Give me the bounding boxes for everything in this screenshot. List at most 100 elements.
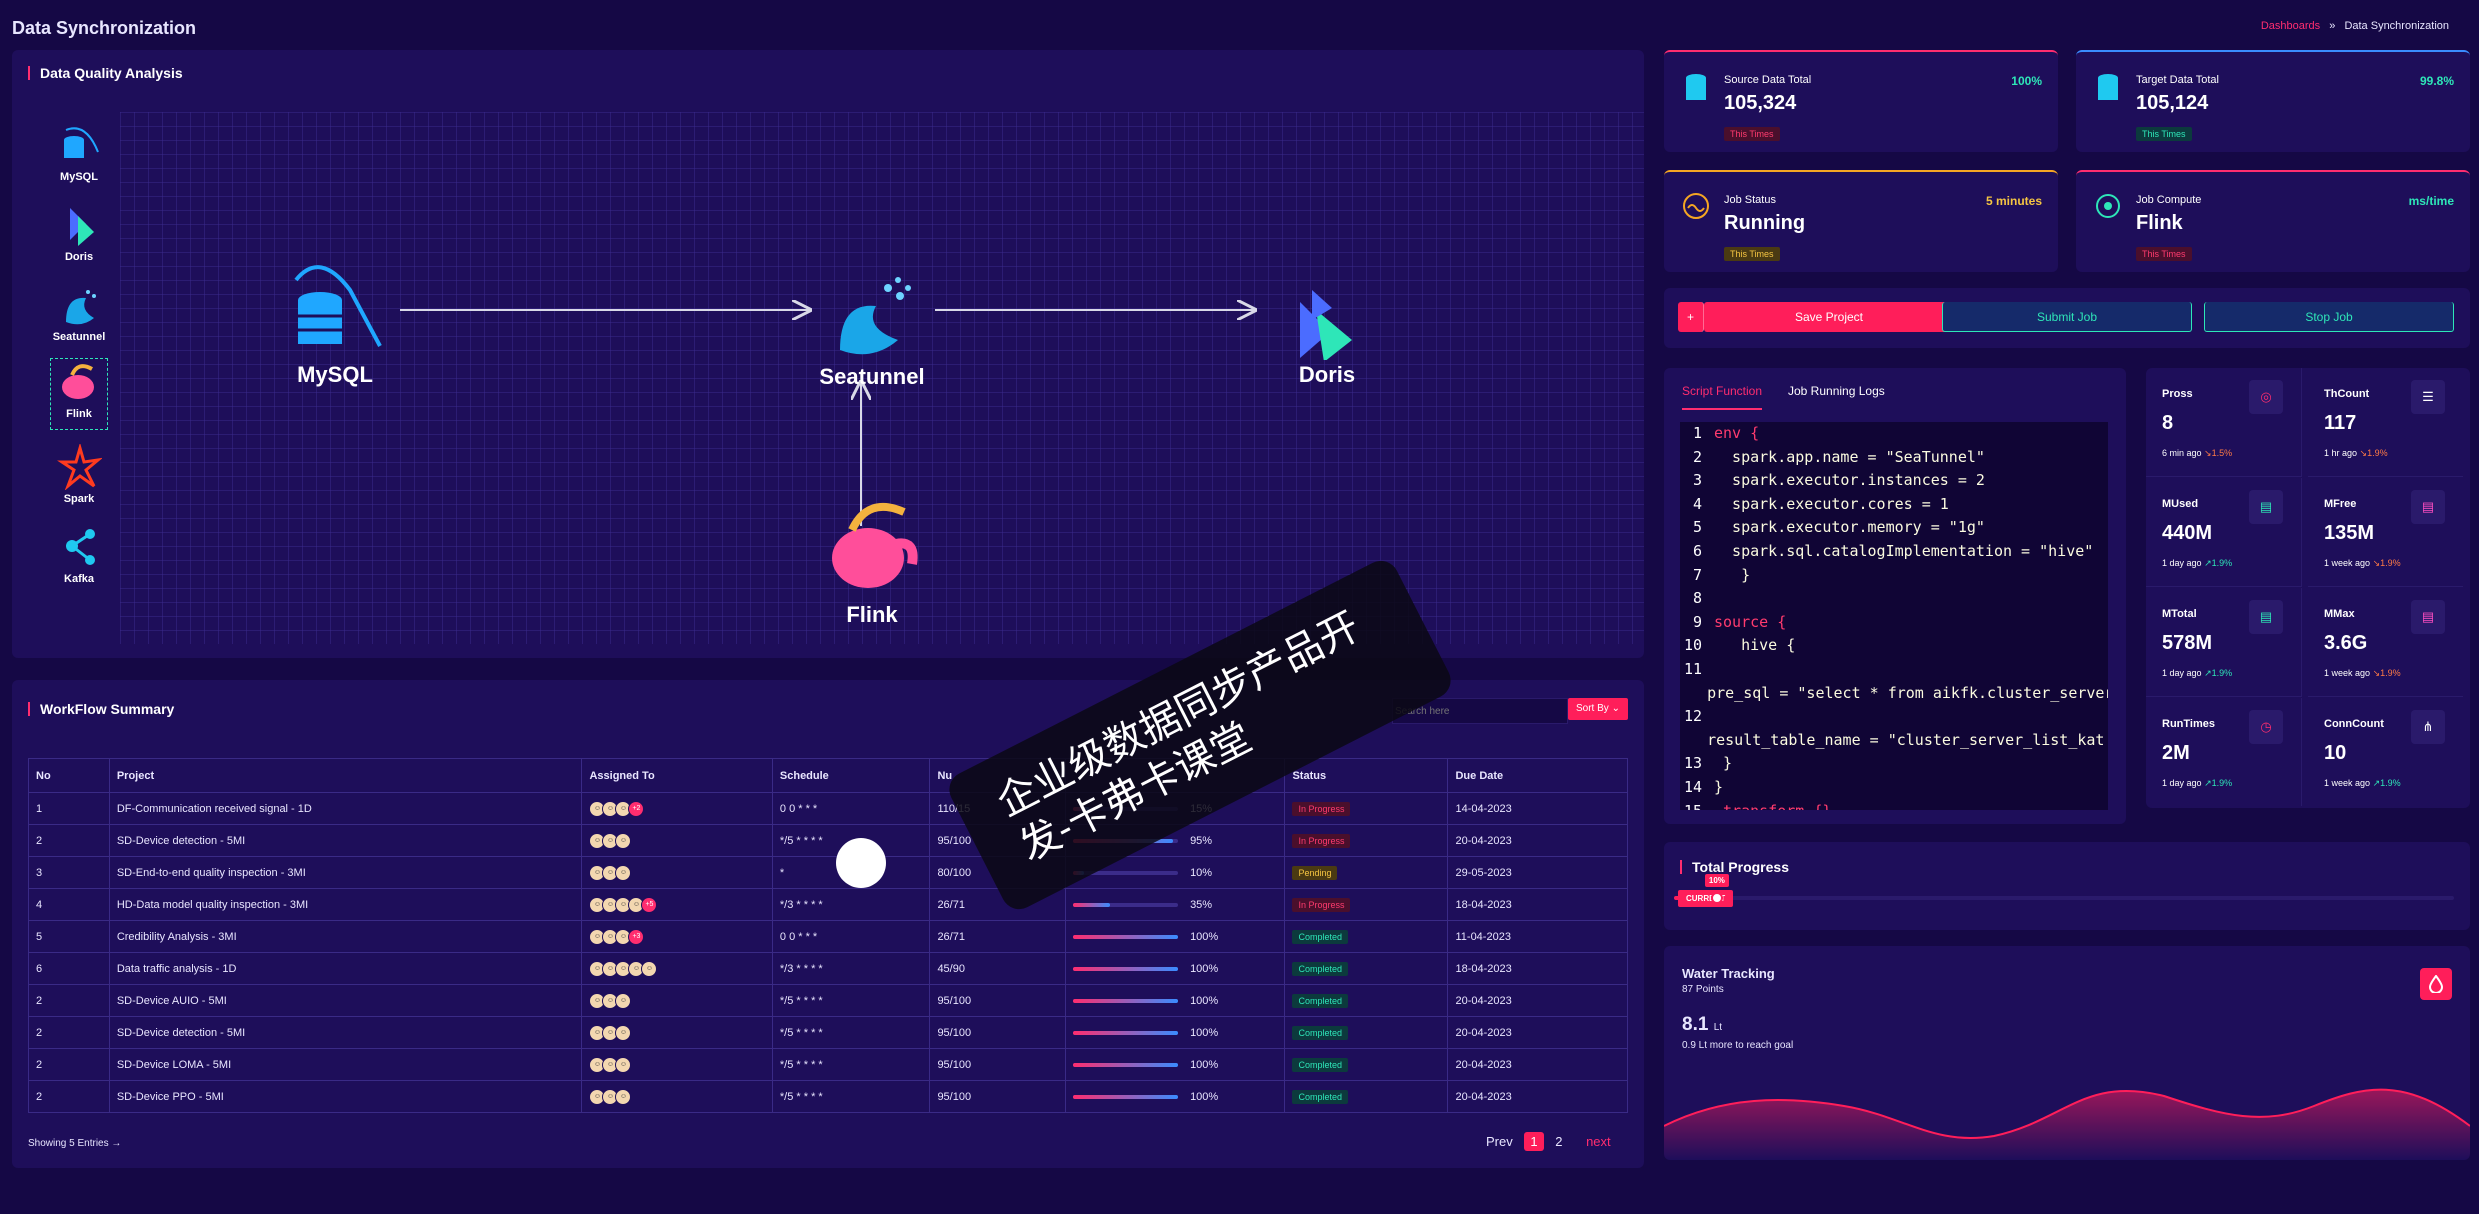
sort-by-button[interactable]: Sort By ⌄	[1568, 698, 1628, 720]
tool-mysql[interactable]: MySQL	[50, 122, 108, 183]
tab-job-running-logs[interactable]: Job Running Logs	[1788, 384, 1885, 398]
column-header[interactable]: Project	[108, 758, 583, 793]
node-seatunnel[interactable]: Seatunnel	[812, 252, 932, 402]
breadcrumb-dashboards[interactable]: Dashboards	[2260, 20, 2321, 32]
status-badge: Completed	[1292, 929, 1348, 944]
progress-bar	[1073, 902, 1179, 907]
page-2-button[interactable]: 2	[1555, 1134, 1563, 1149]
memory-icon[interactable]: ▤	[2411, 600, 2445, 634]
column-header[interactable]: Schedule	[771, 758, 931, 793]
tool-seatunnel[interactable]: Seatunnel	[50, 282, 108, 343]
water-title: Water Tracking	[1682, 966, 1775, 981]
memory-icon[interactable]: ▤	[2411, 490, 2445, 524]
status-badge: Completed	[1292, 1089, 1348, 1104]
card-job-compute: Job Compute Flink This Times ms/time	[2076, 170, 2470, 272]
stop-job-button[interactable]: Stop Job	[2204, 302, 2454, 332]
drop-icon	[2428, 974, 2444, 994]
assignee-avatars[interactable]: ☺☺☺	[589, 864, 632, 881]
progress-bar	[1073, 1062, 1179, 1067]
column-header[interactable]: Due Date	[1447, 758, 1628, 793]
code-line: 7 }	[1692, 565, 1751, 584]
water-note: 0.9 Lt more to reach goal	[1682, 1040, 1794, 1051]
page-1-button[interactable]: 1	[1524, 1132, 1544, 1151]
assignee-avatars[interactable]: ☺☺☺	[589, 1056, 632, 1073]
add-button[interactable]: +	[1678, 302, 1704, 332]
code-line: 3 spark.executor.instances = 2	[1692, 471, 1985, 490]
network-icon[interactable]: ⋔	[2411, 710, 2445, 744]
assignee-avatars[interactable]: ☺☺☺	[589, 832, 632, 849]
tool-flink[interactable]: Flink	[50, 358, 108, 430]
tool-kafka[interactable]: Kafka	[50, 524, 108, 585]
tab-script-function[interactable]: Script Function	[1682, 384, 1763, 410]
water-drop-button[interactable]	[2420, 968, 2452, 1000]
avatar: ☺	[602, 960, 619, 977]
tool-doris[interactable]: Doris	[50, 202, 108, 263]
page-title: Data Synchronization	[12, 18, 197, 38]
code-line: 2 spark.app.name = "SeaTunnel"	[1692, 447, 1985, 466]
progress-bar	[1073, 1030, 1179, 1035]
water-points: 87 Points	[1682, 984, 1724, 995]
tool-spark[interactable]: Spark	[50, 442, 108, 505]
node-doris[interactable]: Doris	[1272, 250, 1382, 400]
assignee-avatars[interactable]: ☺☺☺	[589, 992, 632, 1009]
prev-button[interactable]: Prev	[1486, 1134, 1513, 1149]
flink-node-icon	[832, 502, 918, 588]
assignee-avatars[interactable]: ☺☺☺+3	[589, 928, 645, 945]
column-header[interactable]: No	[28, 758, 110, 793]
save-project-button[interactable]: Save Project	[1704, 302, 1954, 332]
progress-handle[interactable]	[1710, 892, 1723, 904]
showing-entries: Showing 5 Entries →	[28, 1138, 122, 1149]
avatar: ☺	[615, 1056, 632, 1073]
submit-job-button[interactable]: Submit Job	[1942, 302, 2192, 332]
assignee-avatars[interactable]: ☺☺☺	[589, 1024, 632, 1041]
data-quality-panel: Data Quality Analysis MySQL Doris Seatun…	[12, 50, 1644, 658]
pagination: Prev 1 2 next	[1486, 1132, 1611, 1151]
status-badge: Completed	[1292, 993, 1348, 1008]
node-mysql[interactable]: MySQL	[280, 250, 390, 400]
code-line: 15 transform {}	[1680, 800, 2108, 811]
code-line: 13 }	[1683, 754, 1733, 773]
column-header[interactable]: Assigned To	[581, 758, 773, 793]
node-flink[interactable]: Flink	[812, 480, 932, 650]
code-line: 8	[1692, 589, 1702, 608]
status-badge: Completed	[1292, 1025, 1348, 1040]
doris-icon	[70, 208, 94, 246]
column-header[interactable]: Status	[1284, 758, 1449, 793]
code-line: 14}	[1683, 777, 1724, 796]
assignee-avatars[interactable]: ☺☺☺+2	[589, 800, 645, 817]
clock-icon[interactable]: ◷	[2249, 710, 2283, 744]
assignee-avatars[interactable]: ☺☺☺☺+5	[589, 896, 658, 913]
avatar: ☺	[615, 928, 632, 945]
assignee-avatars[interactable]: ☺☺☺	[589, 1088, 632, 1105]
memory-icon[interactable]: ▤	[2249, 490, 2283, 524]
assignee-avatars[interactable]: ☺☺☺☺☺	[589, 960, 658, 977]
arrow-right-icon[interactable]: →	[111, 1138, 122, 1149]
avatar: ☺	[628, 896, 645, 913]
next-button[interactable]: next	[1586, 1134, 1611, 1149]
target-icon[interactable]: ◎	[2249, 380, 2283, 414]
card-source-total: Source Data Total 105,324 This Times 100…	[1664, 50, 2058, 152]
memory-icon[interactable]: ▤	[2249, 600, 2283, 634]
cursor-circle	[836, 838, 886, 888]
spark-icon	[57, 442, 104, 491]
status-badge: Pending	[1292, 865, 1338, 880]
list-icon[interactable]: ☰	[2411, 380, 2445, 414]
